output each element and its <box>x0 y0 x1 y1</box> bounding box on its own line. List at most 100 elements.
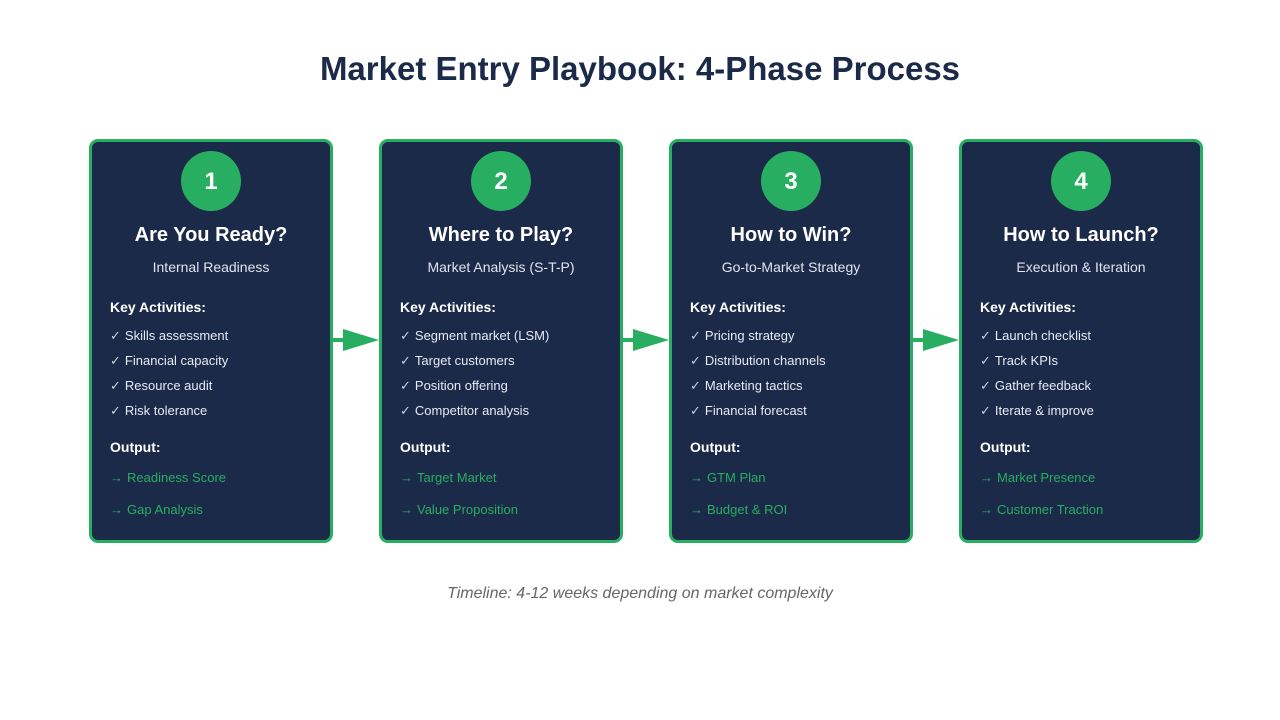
activity-item: ✓Launch checklist <box>980 323 1094 348</box>
arrow-right-icon: → <box>400 470 413 485</box>
activity-item: ✓Distribution channels <box>690 348 826 373</box>
check-icon: ✓ <box>980 403 991 418</box>
phase-subtitle: Market Analysis (S-T-P) <box>427 259 575 275</box>
activities-label: Key Activities: <box>400 299 496 315</box>
activity-text: Pricing strategy <box>704 328 795 343</box>
phase-subtitle: Go-to-Market Strategy <box>721 259 861 275</box>
check-icon: ✓ <box>980 378 991 393</box>
output-text: GTM Plan <box>707 470 766 485</box>
output-text: Customer Traction <box>997 502 1104 517</box>
activity-item: ✓Risk tolerance <box>110 398 228 423</box>
output-item: → Target Market <box>400 462 518 494</box>
activity-text: Financial forecast <box>704 403 807 418</box>
check-icon: ✓ <box>980 353 991 368</box>
output-text: Budget & ROI <box>707 502 788 517</box>
activity-text: Segment market (LSM) <box>414 328 550 343</box>
output-item: → Budget & ROI <box>690 494 787 526</box>
output-text: Market Presence <box>997 470 1096 485</box>
output-label: Output: <box>980 439 1031 455</box>
activities-label: Key Activities: <box>690 299 786 315</box>
check-icon: ✓ <box>110 403 121 418</box>
flow-arrow-icon <box>331 329 379 351</box>
arrow-right-icon: → <box>110 502 123 517</box>
arrow-right-icon: → <box>980 502 993 517</box>
phase-number-badge: 2 <box>471 151 531 211</box>
check-icon: ✓ <box>690 403 701 418</box>
output-text: Value Proposition <box>417 502 518 517</box>
activity-item: ✓Competitor analysis <box>400 398 549 423</box>
arrow-right-icon: → <box>110 470 123 485</box>
activity-text: Financial capacity <box>124 353 229 368</box>
phase-card-2: 2 Where to Play? Market Analysis (S-T-P)… <box>379 139 623 543</box>
activities-list: ✓Launch checklist ✓Track KPIs ✓Gather fe… <box>980 323 1094 423</box>
flow-arrow-icon <box>911 329 959 351</box>
phase-title: Are You Ready? <box>134 224 288 246</box>
arrow-right-icon: → <box>690 502 703 517</box>
check-icon: ✓ <box>400 403 411 418</box>
output-item: → Customer Traction <box>980 494 1103 526</box>
output-list: →Market Presence → Customer Traction <box>980 462 1103 526</box>
activity-item: ✓Resource audit <box>110 373 228 398</box>
activity-text: Competitor analysis <box>414 403 530 418</box>
activity-text: Skills assessment <box>124 328 229 343</box>
check-icon: ✓ <box>400 353 411 368</box>
output-text: Target Market <box>417 470 497 485</box>
check-icon: ✓ <box>400 378 411 393</box>
output-item: →Gap Analysis <box>110 494 226 526</box>
activity-item: ✓Gather feedback <box>980 373 1094 398</box>
check-icon: ✓ <box>980 328 991 343</box>
output-item: → GTM Plan <box>690 462 787 494</box>
page-title: Market Entry Playbook: 4-Phase Process <box>319 50 961 87</box>
phase-subtitle: Execution & Iteration <box>1016 259 1146 275</box>
output-label: Output: <box>110 439 161 455</box>
phase-card-4: 4 How to Launch? Execution & Iteration K… <box>959 139 1203 543</box>
check-icon: ✓ <box>690 353 701 368</box>
output-item: → Readiness Score <box>110 462 226 494</box>
activities-list: ✓Pricing strategy ✓Distribution channels… <box>690 323 826 423</box>
check-icon: ✓ <box>110 328 121 343</box>
activity-text: Iterate & improve <box>994 403 1094 418</box>
output-item: →Market Presence <box>980 462 1103 494</box>
output-text: Readiness Score <box>127 470 226 485</box>
activity-text: Launch checklist <box>994 328 1092 343</box>
activity-text: Target customers <box>414 353 515 368</box>
output-label: Output: <box>690 439 741 455</box>
arrow-right-icon: → <box>400 502 413 517</box>
activity-item: ✓Iterate & improve <box>980 398 1094 423</box>
flow-arrow-icon <box>621 329 669 351</box>
check-icon: ✓ <box>110 378 121 393</box>
phase-number-badge: 1 <box>181 151 241 211</box>
activity-text: Marketing tactics <box>704 378 803 393</box>
activity-item: ✓Financial forecast <box>690 398 826 423</box>
activity-item: ✓Marketing tactics <box>690 373 826 398</box>
arrow-right-icon: → <box>690 470 703 485</box>
phase-card-3: 3 How to Win? Go-to-Market Strategy Key … <box>669 139 913 543</box>
check-icon: ✓ <box>110 353 121 368</box>
activity-item: ✓Pricing strategy <box>690 323 826 348</box>
phase-number-badge: 3 <box>761 151 821 211</box>
output-item: → Value Proposition <box>400 494 518 526</box>
activities-label: Key Activities: <box>110 299 206 315</box>
activity-text: Distribution channels <box>704 353 826 368</box>
activity-item: ✓Skills assessment <box>110 323 228 348</box>
timeline-footer: Timeline: 4-12 weeks depending on market… <box>447 585 833 602</box>
activity-item: ✓Financial capacity <box>110 348 228 373</box>
activity-text: Track KPIs <box>994 353 1058 368</box>
activity-item: ✓Target customers <box>400 348 549 373</box>
activity-text: Position offering <box>414 378 508 393</box>
phase-subtitle: Internal Readiness <box>152 259 270 275</box>
output-list: → Readiness Score →Gap Analysis <box>110 462 226 526</box>
activity-item: ✓Track KPIs <box>980 348 1094 373</box>
phase-title: How to Launch? <box>1003 224 1159 246</box>
activity-item: ✓Position offering <box>400 373 549 398</box>
output-list: → Target Market → Value Proposition <box>400 462 518 526</box>
activities-list: ✓Segment market (LSM) ✓Target customers … <box>400 323 549 423</box>
phase-number-badge: 4 <box>1051 151 1111 211</box>
check-icon: ✓ <box>690 378 701 393</box>
output-list: → GTM Plan → Budget & ROI <box>690 462 787 526</box>
activities-label: Key Activities: <box>980 299 1076 315</box>
output-label: Output: <box>400 439 451 455</box>
activity-text: Resource audit <box>124 378 213 393</box>
check-icon: ✓ <box>690 328 701 343</box>
